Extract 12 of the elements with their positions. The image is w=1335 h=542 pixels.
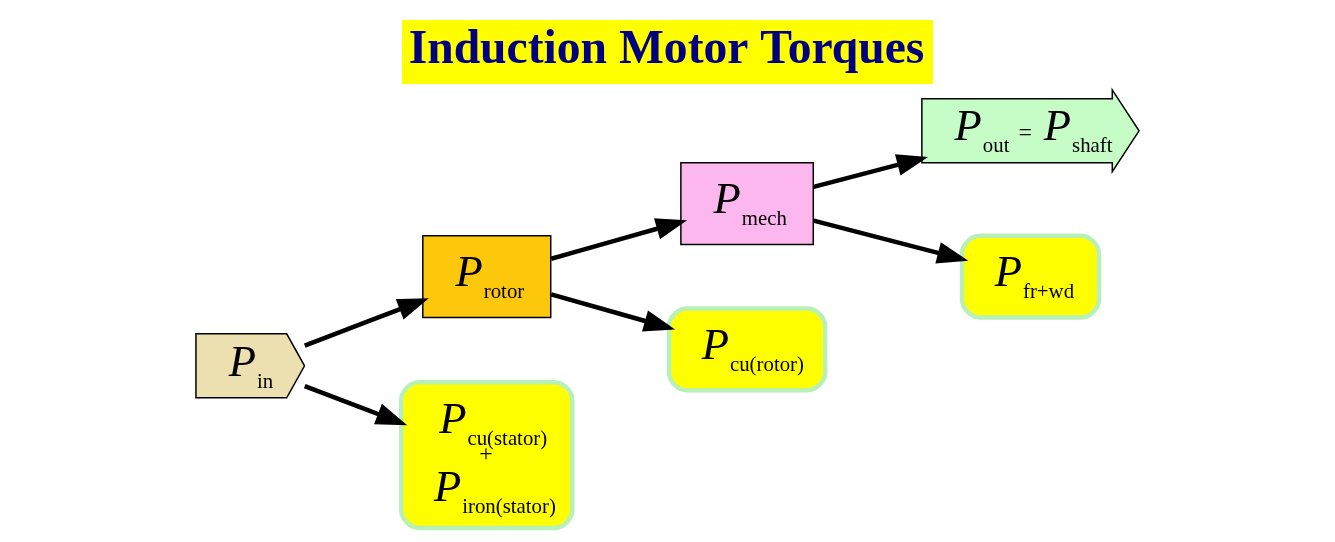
arrow xyxy=(303,298,429,348)
node-box: P$_{fr+wd}$ xyxy=(959,233,1102,320)
arrow xyxy=(813,154,928,189)
arrow xyxy=(813,218,969,264)
arrow xyxy=(550,292,676,332)
node-box: P$_{cu(rotor)}$ xyxy=(666,306,828,393)
node-box: P$_{rotor}$ xyxy=(422,234,552,319)
diagram-title: Induction Motor Torques xyxy=(408,21,925,74)
arrow xyxy=(303,384,408,426)
node-box: P$_{cu(stator)}$ + P$_{iron(stator)}$ xyxy=(399,379,575,531)
node-box: P$_{mech}$ xyxy=(680,162,815,246)
arrow xyxy=(550,218,688,261)
